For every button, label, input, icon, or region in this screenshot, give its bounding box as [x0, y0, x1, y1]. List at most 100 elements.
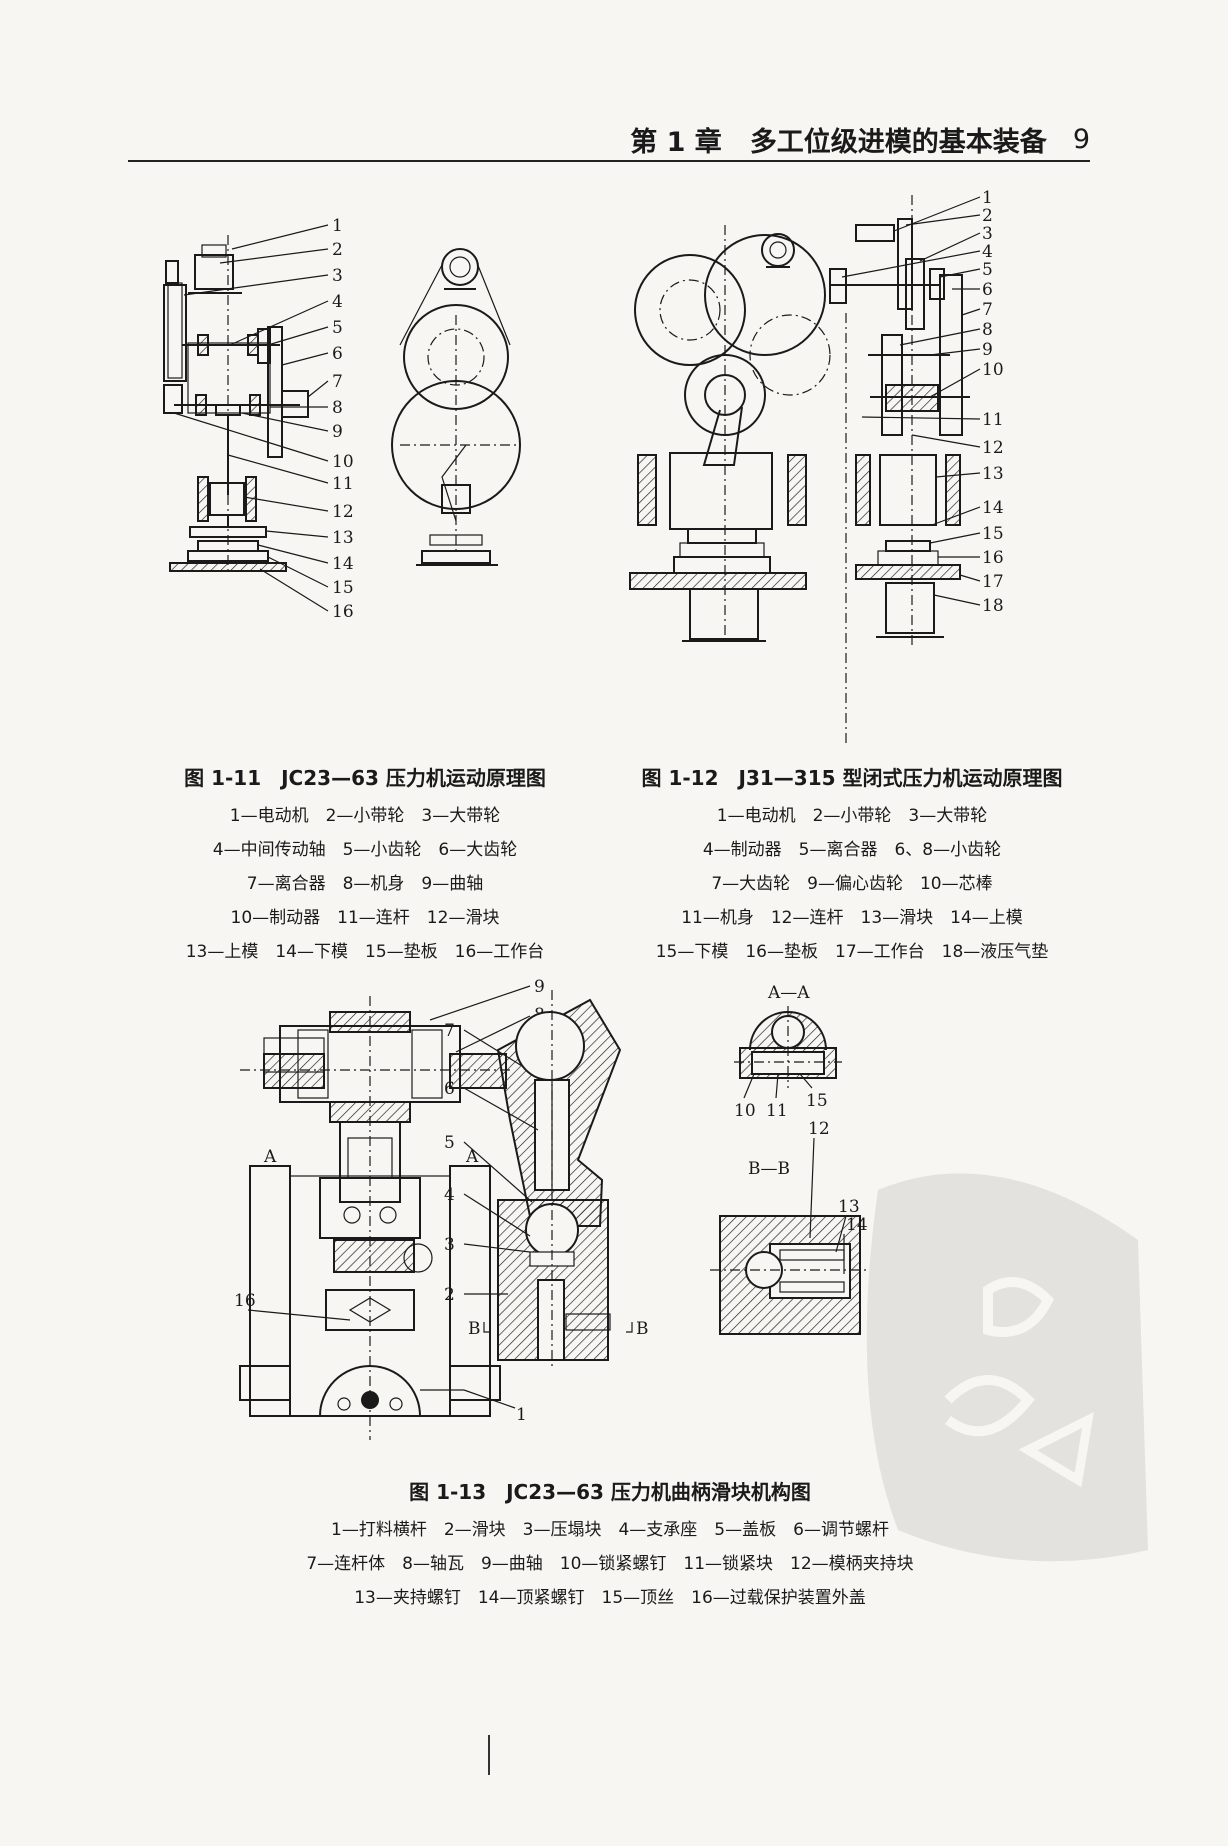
callout-2: 2 — [982, 206, 993, 226]
callout-2: 2 — [444, 1285, 455, 1305]
small-pulley — [165, 260, 179, 284]
section-mark-b-right: B — [636, 1319, 649, 1339]
figure-1-12-legend-4: 11—机身 12—连杆 13—滑块 14—上模 — [681, 908, 1023, 928]
callout-4: 4 — [982, 242, 993, 262]
section-mark-a-right: A — [465, 1147, 479, 1167]
callout-1: 1 — [516, 1405, 527, 1425]
section-mark-a-left: A — [263, 1147, 277, 1167]
left-hydraulic-cushion — [689, 588, 759, 640]
figure-1-13-caption-block: 图 1-13 JC23—63 压力机曲柄滑块机构图 1—打料横杆 2—滑块 3—… — [230, 1476, 990, 1615]
callout-4: 4 — [332, 292, 343, 312]
callout-9: 9 — [982, 340, 993, 360]
figure-1-12-legend-2: 4—制动器 5—离合器 6、8—小齿轮 — [702, 840, 1002, 860]
callout-14: 14 — [332, 554, 354, 574]
slider-top-front — [319, 1177, 421, 1239]
callout-7: 7 — [982, 300, 993, 320]
figure-1-13-drawing: 9 8 16 1 A A 7 6 5 4 3 2 B B A—A 10 11 1… — [234, 977, 868, 1440]
figure-1-11-legend-3: 7—离合器 8—机身 9—曲轴 — [246, 874, 484, 894]
callout-9: 9 — [332, 422, 343, 442]
left-guide — [249, 1165, 291, 1417]
overload-cover — [325, 1289, 415, 1331]
callout-5: 5 — [332, 318, 343, 338]
callout-3: 3 — [444, 1235, 455, 1255]
callout-12: 12 — [982, 438, 1004, 458]
large-pulley — [163, 284, 187, 382]
callout-13: 13 — [982, 464, 1004, 484]
knockout-bar-right — [449, 1365, 501, 1401]
left-middle-gear — [704, 234, 826, 356]
callout-8: 8 — [332, 398, 343, 418]
chapter-title: 多工位级进模的基本装备 — [749, 126, 1047, 158]
callout-11: 11 — [332, 474, 354, 494]
callout-16: 16 — [332, 602, 354, 622]
callout-14: 14 — [982, 498, 1004, 518]
callout-6: 6 — [444, 1079, 455, 1099]
callout-14: 14 — [846, 1215, 868, 1235]
figure-1-11-drawing: 1 2 3 4 5 6 7 8 9 10 11 12 13 14 15 16 — [163, 216, 521, 622]
callout-15: 15 — [332, 578, 354, 598]
connecting-rod-front — [339, 1121, 401, 1203]
figure-1-11-legend-1: 1—电动机 2—小带轮 3—大带轮 — [229, 806, 501, 826]
gutter-mark — [488, 1735, 490, 1775]
knockout-channel — [537, 1279, 565, 1361]
callout-11: 11 — [766, 1101, 788, 1121]
section-bb-title: B—B — [748, 1159, 790, 1179]
belt — [167, 282, 183, 379]
callout-17: 17 — [982, 572, 1004, 592]
right-slider — [879, 454, 937, 526]
right-motor — [855, 224, 895, 242]
frame — [187, 342, 271, 414]
figure-1-12-title: 图 1-12 J31—315 型闭式压力机运动原理图 — [641, 766, 1063, 790]
side-pulley — [441, 248, 479, 286]
figure-1-11-caption-block: 图 1-11 JC23—63 压力机运动原理图 1—电动机 2—小带轮 3—大带… — [150, 762, 580, 969]
bottom-arc — [319, 1365, 421, 1417]
motor — [194, 254, 234, 290]
section-mark-b-left: B — [468, 1319, 481, 1339]
callout-10: 10 — [734, 1101, 756, 1121]
figure-1-13-legend-3: 13—夹持螺钉 14—顶紧螺钉 15—顶丝 16—过载保护装置外盖 — [354, 1588, 866, 1608]
callout-3: 3 — [982, 224, 993, 244]
callout-15: 15 — [806, 1091, 828, 1111]
brake — [163, 384, 183, 414]
callout-5: 5 — [444, 1133, 455, 1153]
clutch — [281, 390, 309, 418]
running-header: 第 1 章 多工位级进模的基本装备 9 — [128, 118, 1090, 162]
callout-16: 16 — [234, 1291, 256, 1311]
figure-1-13-legend-1: 1—打料横杆 2—滑块 3—压塌块 4—支承座 5—盖板 6—调节螺杆 — [331, 1520, 889, 1540]
figure-1-13-legend-2: 7—连杆体 8—轴瓦 9—曲轴 10—锁紧螺钉 11—锁紧块 12—模柄夹持块 — [306, 1554, 914, 1574]
callout-12: 12 — [808, 1119, 830, 1139]
figure-1-11-legend-5: 13—上模 14—下模 15—垫板 16—工作台 — [185, 942, 545, 962]
knockout-bar-left — [239, 1365, 291, 1401]
callout-3: 3 — [332, 266, 343, 286]
callout-15: 15 — [982, 524, 1004, 544]
callout-6: 6 — [332, 344, 343, 364]
figure-1-11-legend-2: 4—中间传动轴 5—小齿轮 6—大齿轮 — [212, 840, 518, 860]
figure-1-13-title: 图 1-13 JC23—63 压力机曲柄滑块机构图 — [409, 1480, 811, 1504]
right-large-pulley — [905, 258, 925, 330]
callout-6: 6 — [982, 280, 993, 300]
crank-bearing-section — [515, 1011, 585, 1081]
callout-11: 11 — [982, 410, 1004, 430]
figure-1-11-legend-4: 10—制动器 11—连杆 12—滑块 — [230, 908, 500, 928]
figure-1-11-title: 图 1-11 JC23—63 压力机运动原理图 — [184, 766, 546, 790]
chapter-number: 第 1 章 — [630, 126, 722, 158]
figure-1-12-drawing: 1 2 3 4 5 6 7 8 9 10 11 12 13 14 15 16 1… — [629, 188, 1004, 745]
callout-12: 12 — [332, 502, 354, 522]
callout-5: 5 — [982, 260, 993, 280]
right-clutch — [929, 268, 945, 300]
callout-7: 7 — [332, 372, 343, 392]
callout-10: 10 — [332, 452, 354, 472]
right-guide — [449, 1165, 491, 1417]
side-slider — [441, 484, 471, 514]
left-large-gear — [634, 254, 746, 366]
callout-13: 13 — [838, 1197, 860, 1217]
library-stamp — [866, 1173, 1148, 1562]
right-hydraulic-cushion — [885, 582, 935, 634]
callout-9: 9 — [534, 977, 545, 997]
callout-4: 4 — [444, 1185, 455, 1205]
figure-1-12-legend-1: 1—电动机 2—小带轮 3—大带轮 — [716, 806, 988, 826]
overload-housing — [333, 1239, 415, 1273]
callout-7: 7 — [444, 1021, 455, 1041]
figure-1-12-caption-block: 图 1-12 J31—315 型闭式压力机运动原理图 1—电动机 2—小带轮 3… — [612, 762, 1092, 969]
callout-18: 18 — [982, 596, 1004, 616]
